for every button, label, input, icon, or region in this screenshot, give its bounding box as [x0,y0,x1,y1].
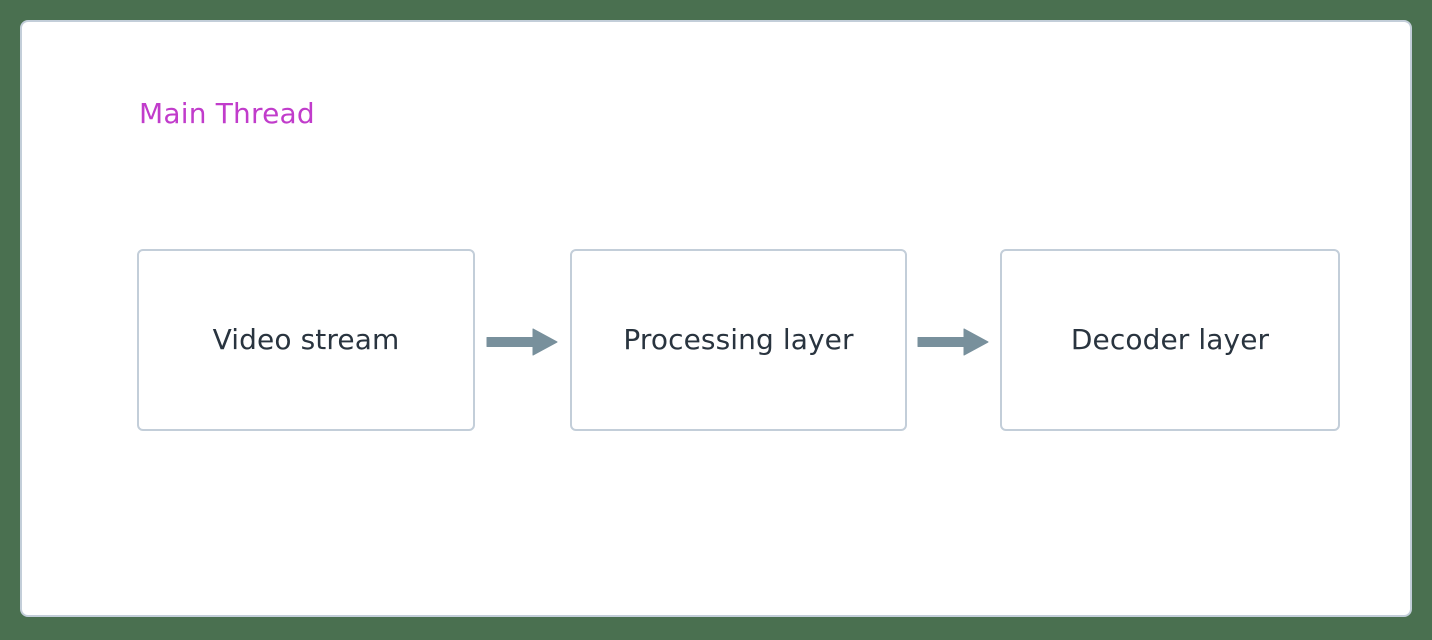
node-processing-layer[interactable]: Processing layer [570,249,907,431]
node-label: Video stream [212,323,400,356]
node-label: Processing layer [623,323,854,356]
node-label: Decoder layer [1070,323,1270,356]
subgraph-title: Main Thread [139,97,315,130]
arrow-right-icon [486,328,558,356]
node-decoder-layer[interactable]: Decoder layer [1000,249,1340,431]
node-video-stream[interactable]: Video stream [137,249,475,431]
subgraph-main-thread: Main Thread Video stream Processing laye… [20,20,1412,617]
arrow-right-icon [917,328,989,356]
edge-processing-layer-to-decoder-layer [912,321,994,363]
edge-video-stream-to-processing-layer [481,321,563,363]
